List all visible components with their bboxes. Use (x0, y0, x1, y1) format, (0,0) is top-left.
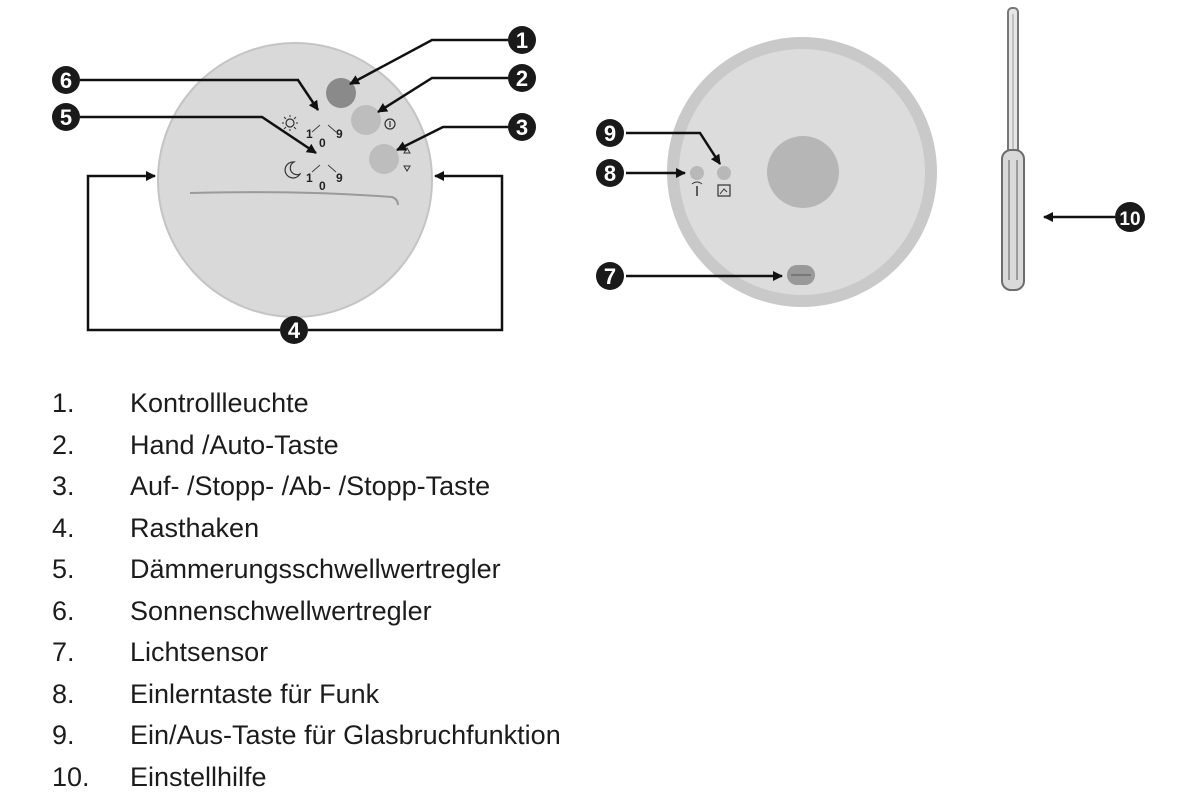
callout-10: 10 (1115, 202, 1145, 232)
legend-item-number: 3. (52, 471, 130, 502)
sun-dial-mark-high: 9 (336, 127, 343, 141)
callout-4: 4 (280, 316, 308, 344)
legend-item-text: Hand /Auto-Taste (130, 430, 339, 461)
callout-5-label: 5 (60, 105, 72, 130)
callout-9-label: 9 (604, 121, 616, 146)
legend-item: 2.Hand /Auto-Taste (52, 430, 1152, 472)
glass-break-button (717, 166, 731, 180)
legend-item: 5.Dämmerungsschwellwertregler (52, 554, 1152, 596)
legend-item-number: 1. (52, 388, 130, 419)
dusk-dial-mark-low: 1 (306, 171, 313, 185)
legend-item: 9.Ein/Aus-Taste für Glasbruchfunktion (52, 720, 1152, 762)
legend-item-number: 10. (52, 762, 130, 793)
callout-9: 9 (596, 119, 624, 147)
callout-3: 3 (508, 113, 536, 141)
legend-item: 4.Rasthaken (52, 513, 1152, 555)
legend-item-number: 4. (52, 513, 130, 544)
legend-item-number: 5. (52, 554, 130, 585)
callout-1: 1 (508, 26, 536, 54)
legend-item: 8.Einlerntaste für Funk (52, 679, 1152, 721)
up-stop-down-button (369, 144, 399, 174)
callout-6-label: 6 (60, 68, 72, 93)
callout-10-label: 10 (1119, 209, 1140, 230)
legend-item-text: Ein/Aus-Taste für Glasbruchfunktion (130, 720, 561, 751)
legend-item-number: 7. (52, 637, 130, 668)
dusk-dial-mark-high: 9 (336, 171, 343, 185)
callout-8-label: 8 (604, 161, 616, 186)
callout-8: 8 (596, 159, 624, 187)
legend-list: 1.Kontrollleuchte 2.Hand /Auto-Taste 3.A… (52, 388, 1152, 803)
callout-7: 7 (596, 262, 624, 290)
back-center-disc (767, 136, 839, 208)
sun-dial-mark-mid: 0 (319, 136, 326, 150)
callout-5: 5 (52, 103, 80, 131)
callout-1-label: 1 (516, 28, 528, 53)
legend-item-text: Rasthaken (130, 513, 259, 544)
legend-item-text: Einstellhilfe (130, 762, 267, 793)
legend-item-text: Einlerntaste für Funk (130, 679, 379, 710)
callout-7-label: 7 (604, 264, 616, 289)
radio-learn-button (690, 166, 704, 180)
legend-item: 6.Sonnenschwellwertregler (52, 596, 1152, 638)
legend-item-number: 8. (52, 679, 130, 710)
callout-2-label: 2 (516, 66, 528, 91)
callout-2: 2 (508, 64, 536, 92)
back-view (667, 37, 937, 307)
legend-item-text: Auf- /Stopp- /Ab- /Stopp-Taste (130, 471, 490, 502)
legend-item-number: 2. (52, 430, 130, 461)
legend-item: 10.Einstellhilfe (52, 762, 1152, 803)
callout-6: 6 (52, 66, 80, 94)
legend-item-number: 6. (52, 596, 130, 627)
device-diagram: 1 0 9 1 0 9 (0, 0, 1200, 380)
legend-item: 1.Kontrollleuchte (52, 388, 1152, 430)
screwdriver-icon (1002, 8, 1024, 290)
legend-item-text: Sonnenschwellwertregler (130, 596, 432, 627)
front-view: 1 0 9 1 0 9 (158, 43, 432, 317)
callout-4-label: 4 (288, 318, 301, 343)
legend-item-text: Lichtsensor (130, 637, 268, 668)
dusk-dial-mark-mid: 0 (319, 179, 326, 193)
callout-3-label: 3 (516, 115, 528, 140)
front-device-body (158, 43, 432, 317)
legend-item-number: 9. (52, 720, 130, 751)
hand-auto-button (351, 105, 381, 135)
legend-item-text: Dämmerungsschwellwertregler (130, 554, 501, 585)
legend-item-text: Kontrollleuchte (130, 388, 309, 419)
legend-item: 7.Lichtsensor (52, 637, 1152, 679)
sun-dial-mark-low: 1 (306, 127, 313, 141)
legend-item: 3.Auf- /Stopp- /Ab- /Stopp-Taste (52, 471, 1152, 513)
